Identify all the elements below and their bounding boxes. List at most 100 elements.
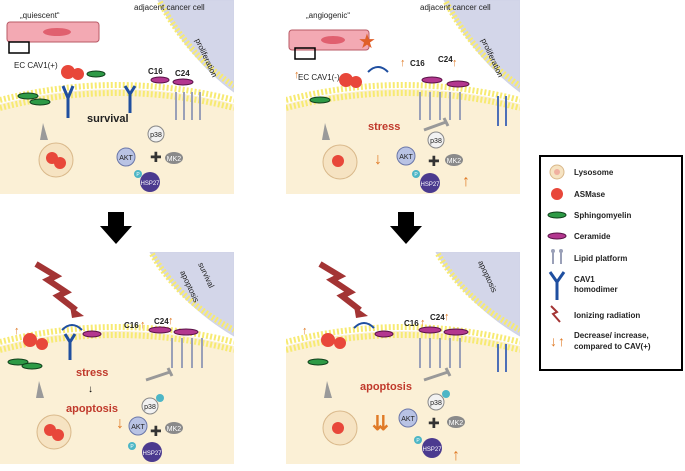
panel-irradiated-cav1-positive: survival apoptosis C16 C24 ↑ ↑ ↑ stress … bbox=[0, 252, 234, 464]
lipid-platform-icon bbox=[559, 249, 563, 253]
ec-state-label: „angiogenic“ bbox=[306, 11, 350, 20]
mk2-label: MK2 bbox=[167, 156, 182, 163]
adjacent-membrane bbox=[157, 0, 234, 89]
increase-arrow-icon: ↑ bbox=[294, 69, 300, 81]
c16-label: C16 bbox=[404, 319, 419, 328]
legend-label: ASMase bbox=[574, 190, 606, 199]
phospho-badge bbox=[134, 170, 142, 178]
p38-label: p38 bbox=[430, 138, 442, 145]
cell-cytoplasm bbox=[0, 331, 234, 464]
adjacent-cell-label: adjacent cancer cell bbox=[420, 3, 491, 12]
panel-quiescent: „quiescent“ adjacent cancer cell prolife… bbox=[0, 0, 234, 194]
hsp27-label: HSP27 bbox=[422, 447, 442, 453]
legend-label: Ionizing radiation bbox=[574, 311, 640, 320]
phospho-label: P bbox=[414, 172, 418, 178]
leads-to-arrow-icon: ↓ bbox=[88, 384, 93, 395]
lipid-platform bbox=[175, 92, 201, 120]
asmase-icon bbox=[36, 338, 48, 350]
inhibition-bar bbox=[145, 367, 174, 382]
increase-arrow-icon: ↑ bbox=[168, 315, 174, 327]
hsp27-label: HSP27 bbox=[142, 451, 162, 457]
adjacent-membrane bbox=[443, 0, 520, 89]
c24-label: C24 bbox=[430, 313, 445, 322]
interaction-icon: ✚ bbox=[150, 149, 162, 165]
mk2-node bbox=[165, 152, 183, 164]
activation-arrow bbox=[353, 322, 375, 329]
plasma-membrane-inner bbox=[286, 332, 520, 353]
legend-label: Lysosome bbox=[574, 168, 614, 177]
ceramide-icon bbox=[418, 326, 442, 334]
lipid-platform bbox=[497, 344, 507, 372]
asmase-icon bbox=[551, 188, 563, 200]
increase-arrow-icon: ↑ bbox=[452, 57, 458, 69]
c24-label: C24 bbox=[154, 317, 169, 326]
asmase-icon bbox=[332, 155, 344, 167]
phospho-label: P bbox=[130, 444, 134, 450]
ec-status-label: EC CAV1(+) bbox=[14, 61, 58, 70]
akt-label: AKT bbox=[119, 155, 133, 162]
asmase-icon bbox=[61, 65, 75, 79]
inhibition-bar bbox=[423, 117, 450, 132]
legend-label: Sphingomyelin bbox=[574, 211, 631, 220]
plasma-membrane bbox=[286, 324, 520, 345]
decrease-arrow-icon: ↓ bbox=[116, 415, 124, 432]
p38-label: p38 bbox=[430, 400, 442, 407]
lipid-platform bbox=[419, 338, 461, 368]
lipid-platform-icon bbox=[551, 249, 555, 253]
p38-node bbox=[427, 131, 445, 149]
phospho-label: P bbox=[416, 438, 420, 444]
ionizing-radiation-icon bbox=[318, 261, 362, 313]
transport-arrow bbox=[40, 123, 48, 140]
legend-label: Lipid platform bbox=[574, 254, 627, 263]
panel-angiogenic: ★ „angiogenic“ adjacent cancer cell prol… bbox=[286, 0, 520, 194]
increase-arrow-icon: ↑ bbox=[420, 317, 426, 329]
akt-label: AKT bbox=[401, 416, 415, 423]
interaction-icon: ✚ bbox=[428, 153, 440, 169]
hsp27-node bbox=[420, 173, 440, 193]
interaction-icon: ✚ bbox=[150, 423, 162, 439]
adjacent-membrane bbox=[149, 252, 234, 333]
c24-label: C24 bbox=[438, 55, 453, 64]
ceramide-icon bbox=[150, 76, 170, 84]
transport-arrow bbox=[324, 381, 332, 398]
akt-label: AKT bbox=[131, 424, 145, 431]
zoom-box bbox=[294, 47, 316, 60]
asmase-icon bbox=[321, 333, 335, 347]
akt-node bbox=[116, 147, 136, 167]
ceramide-icon bbox=[172, 78, 194, 86]
ceramide-icon bbox=[443, 328, 469, 336]
sphingomyelin-icon bbox=[86, 70, 106, 78]
ec-status-label: EC CAV1(-) bbox=[298, 73, 340, 82]
ionizing-radiation-icon bbox=[34, 261, 78, 313]
panel-irradiated-cav1-negative: apoptosis C16 C24 ↑ ↑ ↑ apoptosis ⇊ ↑ p3… bbox=[286, 252, 520, 464]
decrease-arrow-icon: ↓ bbox=[550, 333, 557, 349]
lipid-platform-icon bbox=[552, 252, 562, 264]
phospho-badge bbox=[128, 442, 136, 450]
zoom-box bbox=[8, 41, 30, 54]
p38-node bbox=[427, 393, 445, 411]
cav1-homodimer-icon bbox=[548, 271, 566, 300]
increase-arrow-icon: ↑ bbox=[302, 325, 308, 337]
increase-arrow-icon: ↑ bbox=[140, 319, 146, 331]
cell-cytoplasm bbox=[286, 89, 520, 194]
sphingomyelin-icon bbox=[7, 358, 29, 366]
ceramide-icon bbox=[374, 330, 394, 338]
c16-label: C16 bbox=[124, 321, 139, 330]
phospho-badge bbox=[412, 170, 420, 178]
asmase-icon bbox=[54, 157, 66, 169]
c16-label: C16 bbox=[410, 59, 425, 68]
interaction-icon: ✚ bbox=[428, 415, 440, 431]
activation-arrow bbox=[367, 66, 389, 73]
ceramide-icon bbox=[547, 232, 567, 240]
akt-node bbox=[396, 146, 416, 166]
adjacent-membrane bbox=[435, 252, 520, 333]
adjacent-cell-label: adjacent cancer cell bbox=[134, 3, 205, 12]
cell-state-label-2: apoptosis bbox=[66, 403, 118, 415]
mk2-node bbox=[445, 154, 463, 166]
c24-label: C24 bbox=[175, 69, 190, 78]
cell-state-label: stress bbox=[76, 367, 108, 379]
cav1-homodimer-icon bbox=[63, 333, 77, 360]
sphingomyelin-icon bbox=[547, 211, 567, 219]
ionizing-radiation-icon bbox=[70, 306, 84, 318]
